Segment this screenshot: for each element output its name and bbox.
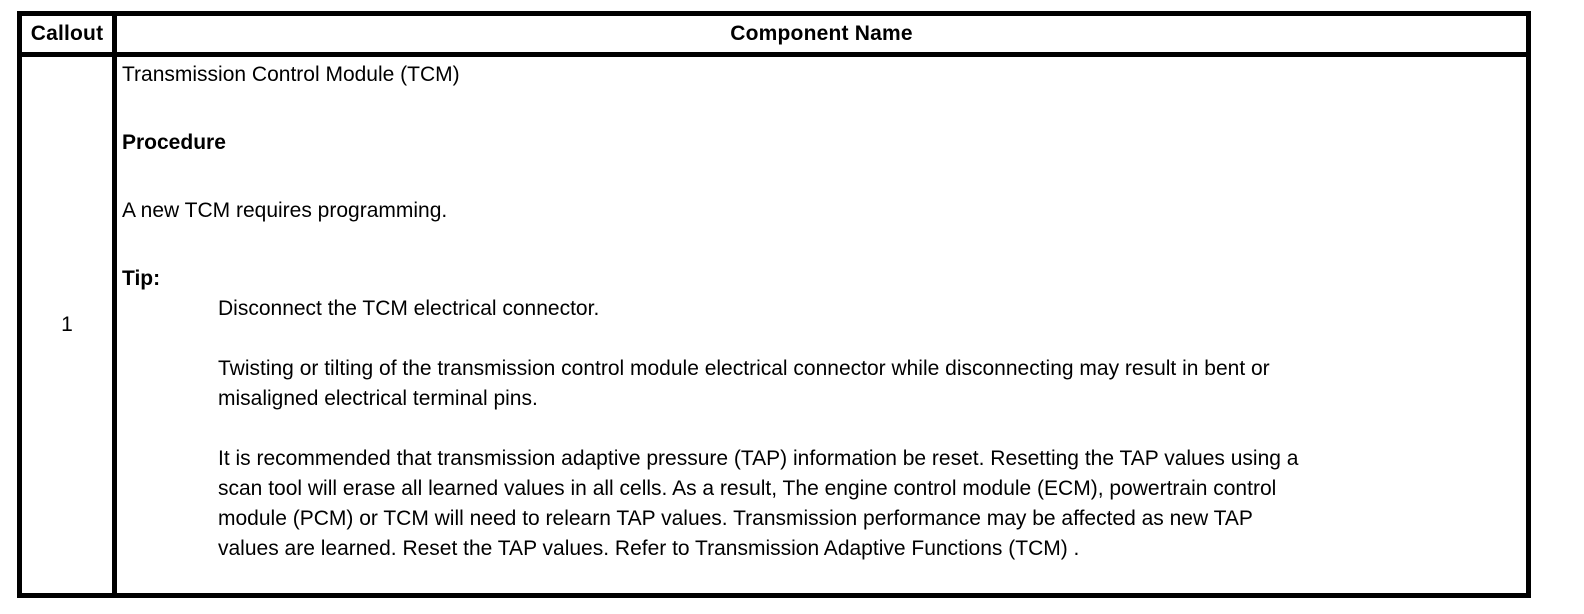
component-cell: Transmission Control Module (TCM) Proced… (117, 57, 1526, 593)
procedure-text: A new TCM requires programming. (122, 199, 448, 222)
tip-item: Twisting or tilting of the transmission … (218, 354, 1518, 414)
tip-item: It is recommended that transmission adap… (218, 444, 1518, 564)
tip-heading: Tip: (122, 267, 161, 290)
component-name-column-header: Component Name (730, 22, 913, 45)
callout-column-header: Callout (22, 16, 117, 52)
component-title: Transmission Control Module (TCM) (122, 63, 460, 86)
tip-item-line: scan tool will erase all learned values … (218, 477, 1277, 500)
table-header-row: Callout Component Name (22, 16, 1526, 57)
procedure-heading: Procedure (122, 131, 226, 154)
tip-item-line: It is recommended that transmission adap… (218, 447, 1299, 470)
tip-item-line: Twisting or tilting of the transmission … (218, 357, 1270, 380)
tip-item-line: Disconnect the TCM electrical connector. (218, 297, 600, 320)
component-callout-table: Callout Component Name 1 Transmission Co… (17, 11, 1531, 598)
table-row: 1 Transmission Control Module (TCM) Proc… (22, 57, 1526, 593)
callout-cell: 1 (22, 57, 117, 593)
tip-item-line: values are learned. Reset the TAP values… (218, 537, 1080, 560)
tip-item-line: misaligned electrical terminal pins. (218, 387, 538, 410)
tip-item: Disconnect the TCM electrical connector. (218, 294, 1518, 324)
tip-item-line: module (PCM) or TCM will need to relearn… (218, 507, 1253, 530)
